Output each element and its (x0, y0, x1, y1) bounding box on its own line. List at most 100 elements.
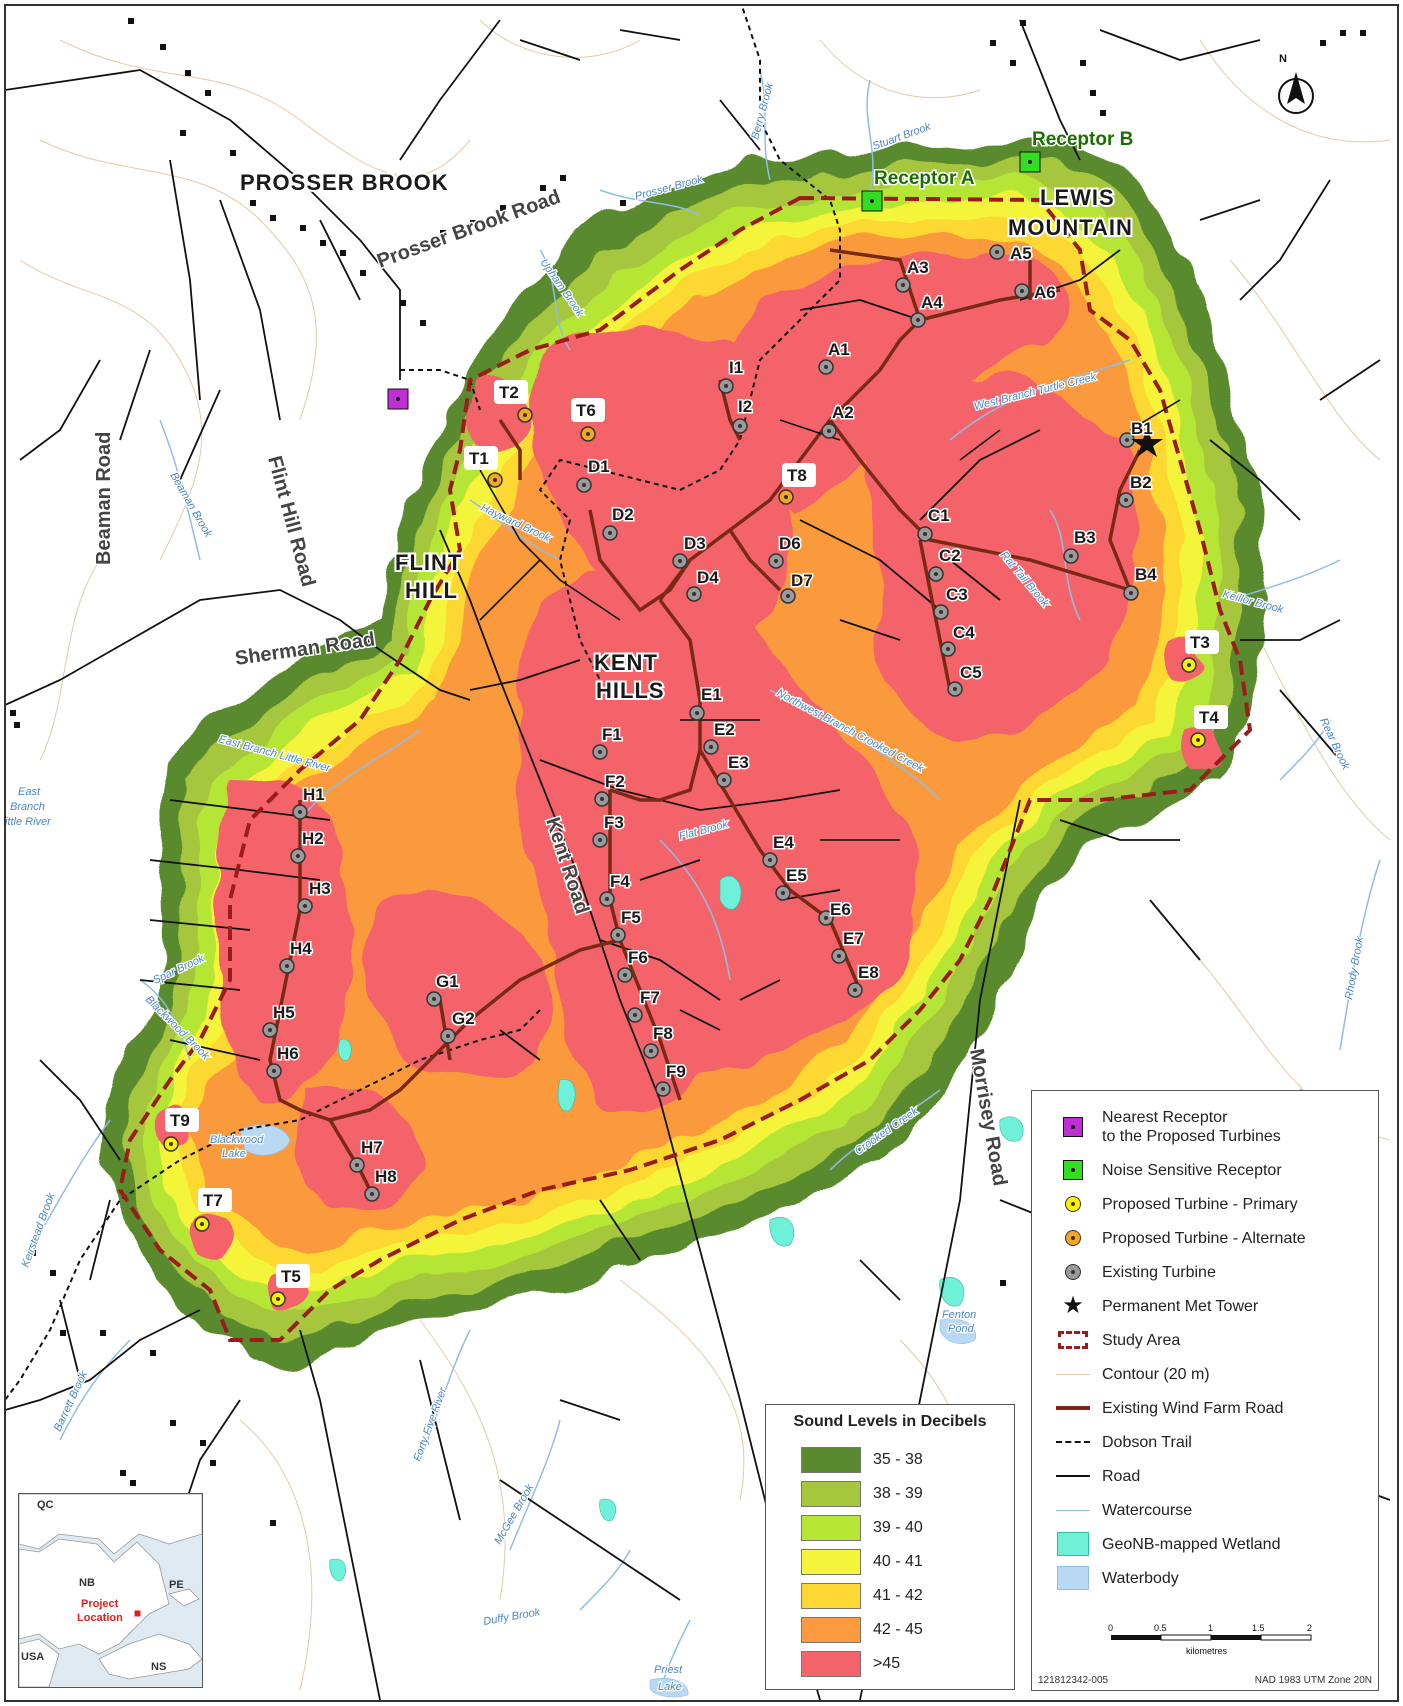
legend-item-proposed-primary: Proposed Turbine - Primary (1032, 1189, 1298, 1219)
svg-text:D1: D1 (588, 457, 610, 476)
svg-text:NS: NS (151, 1661, 166, 1673)
svg-text:H7: H7 (361, 1138, 383, 1157)
sound-level-label: 38 - 39 (873, 1485, 923, 1502)
svg-text:Pond: Pond (948, 1323, 975, 1335)
sound-level-item: 40 - 41 (801, 1547, 923, 1577)
svg-text:T8: T8 (787, 466, 807, 485)
sound-level-item: 41 - 42 (801, 1581, 923, 1611)
svg-text:1: 1 (1208, 1623, 1213, 1633)
legend-item-study-area: Study Area (1032, 1325, 1180, 1355)
sound-level-swatch (801, 1515, 861, 1541)
svg-text:Priest: Priest (654, 1664, 683, 1676)
svg-text:Branch: Branch (10, 801, 45, 813)
legend-item-watercourse: Watercourse (1032, 1495, 1192, 1525)
place-hills: HILLS (596, 678, 665, 703)
project-number: 121812342-005 (1038, 1675, 1109, 1686)
place-kent: KENT (594, 650, 658, 675)
svg-text:D3: D3 (684, 534, 706, 553)
place-names: PROSSER BROOK LEWIS MOUNTAIN FLINT HILL … (238, 168, 1134, 705)
sound-level-swatch (801, 1617, 861, 1643)
dobson-trail (5, 5, 841, 1401)
sound-level-swatch (801, 1583, 861, 1609)
svg-text:A4: A4 (921, 293, 943, 312)
svg-text:T1: T1 (469, 449, 489, 468)
svg-text:T6: T6 (576, 401, 596, 420)
svg-text:F8: F8 (653, 1024, 673, 1043)
svg-text:H5: H5 (273, 1003, 295, 1022)
svg-text:East: East (18, 786, 41, 798)
svg-text:Fenton: Fenton (942, 1309, 976, 1321)
inset-map-graphic: QC NB PE NS USA Project Location (19, 1494, 202, 1687)
svg-text:Project: Project (81, 1598, 119, 1610)
wind-farm-roads (268, 248, 1142, 1191)
svg-text:E2: E2 (714, 720, 735, 739)
waterbodies (239, 1124, 977, 1698)
wetland-swatch-icon (1057, 1532, 1089, 1556)
nearest-receptor-icon (1063, 1117, 1083, 1137)
sound-level-swatch (801, 1447, 861, 1473)
svg-text:Lake: Lake (658, 1681, 682, 1693)
svg-text:F3: F3 (604, 813, 624, 832)
svg-text:D4: D4 (697, 568, 719, 587)
svg-text:B1: B1 (1131, 419, 1153, 438)
legend-item-noise-sensitive: Noise Sensitive Receptor (1032, 1155, 1282, 1185)
legend-item-existing-turbine: Existing Turbine (1032, 1257, 1216, 1287)
project-location-marker (133, 1609, 142, 1618)
svg-text:E1: E1 (701, 685, 722, 704)
proposed-turbine-labels: T2 T1 T6 T8 T3 T4 T9 T7 T5 (165, 380, 1228, 1288)
svg-text:C5: C5 (960, 663, 982, 682)
projection-note: NAD 1983 UTM Zone 20N (1254, 1675, 1372, 1686)
svg-text:G2: G2 (452, 1009, 475, 1028)
svg-text:G1: G1 (436, 972, 459, 991)
svg-text:Beaman Road: Beaman Road (93, 432, 115, 565)
legend-item-proposed-alternate: Proposed Turbine - Alternate (1032, 1223, 1306, 1253)
svg-text:H6: H6 (277, 1044, 299, 1063)
dobson-trail-icon (1056, 1441, 1090, 1443)
svg-text:T5: T5 (281, 1267, 301, 1286)
svg-text:C3: C3 (946, 585, 968, 604)
sound-level-item: >45 (801, 1649, 900, 1679)
sound-level-item: 42 - 45 (801, 1615, 923, 1645)
svg-text:E3: E3 (728, 753, 749, 772)
svg-text:F7: F7 (640, 988, 660, 1007)
sound-level-label: 42 - 45 (873, 1621, 923, 1638)
primary-turbine-icon (1065, 1196, 1081, 1212)
svg-text:T3: T3 (1190, 633, 1210, 652)
contour-line-icon (1056, 1373, 1090, 1375)
svg-text:A3: A3 (907, 258, 929, 277)
legend-item-wind-farm-road: Existing Wind Farm Road (1032, 1393, 1283, 1423)
star-icon: ★ (1062, 1292, 1084, 1319)
svg-text:F4: F4 (610, 872, 630, 891)
svg-text:Location: Location (77, 1612, 123, 1624)
road-line-icon (1056, 1475, 1090, 1477)
svg-text:PE: PE (169, 1579, 184, 1591)
sound-level-swatch (801, 1481, 861, 1507)
svg-text:B4: B4 (1135, 565, 1157, 584)
svg-text:T9: T9 (170, 1111, 190, 1130)
sound-level-label: 41 - 42 (873, 1587, 923, 1604)
svg-text:F9: F9 (666, 1062, 686, 1081)
svg-text:USA: USA (21, 1651, 44, 1663)
svg-text:T2: T2 (499, 383, 519, 402)
svg-text:I2: I2 (738, 397, 752, 416)
watercourses (29, 69, 1381, 1691)
svg-text:0: 0 (1108, 1623, 1113, 1633)
svg-text:Blackwood: Blackwood (210, 1134, 264, 1146)
svg-text:H8: H8 (375, 1167, 397, 1186)
svg-text:B2: B2 (1130, 473, 1152, 492)
svg-text:C1: C1 (928, 506, 950, 525)
alternate-turbine-icon (1065, 1230, 1081, 1246)
existing-turbine-icon (1065, 1264, 1081, 1280)
svg-text:A6: A6 (1034, 283, 1056, 302)
svg-text:1.5: 1.5 (1252, 1623, 1265, 1633)
svg-text:NB: NB (79, 1577, 95, 1589)
svg-text:T7: T7 (203, 1191, 223, 1210)
legend-item-contour: Contour (20 m) (1032, 1359, 1210, 1389)
svg-text:ittle River: ittle River (5, 816, 52, 828)
svg-text:0.5: 0.5 (1154, 1623, 1167, 1633)
sound-level-item: 38 - 39 (801, 1479, 923, 1509)
waterbody-swatch-icon (1057, 1566, 1089, 1590)
